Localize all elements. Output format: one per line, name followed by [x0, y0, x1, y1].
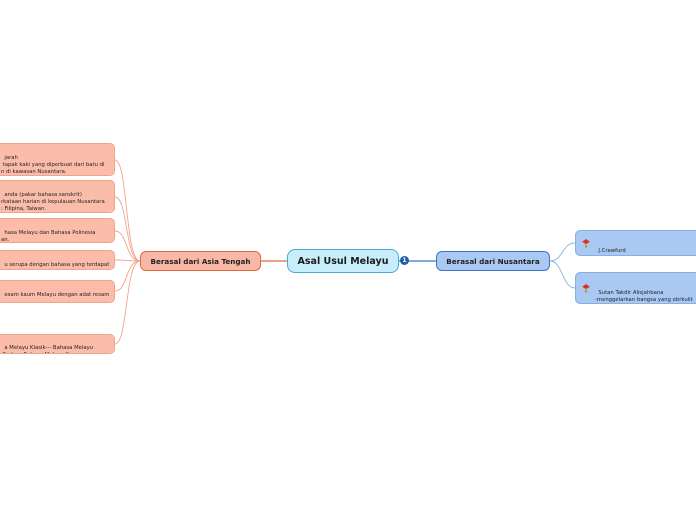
- central-topic-label: Asal Usul Melayu: [297, 255, 389, 267]
- subtopic-text: esam kaum Melayu dengan adat resam: [4, 292, 110, 298]
- left-leaf-links: [114, 159, 141, 345]
- subtopic-j-crawfurd[interactable]: J.Crawfurd -bahasa yang tersebar di Nusa…: [575, 230, 696, 256]
- subtopic-bahasa-serupa[interactable]: u serupa dengan bahasa yang terdapat: [0, 250, 115, 270]
- flag-icon: [582, 239, 590, 248]
- right-leaf-links: [549, 242, 576, 289]
- subtopic-bukti-sejarah[interactable]: jarah tapak kaki yang diperbuat dari bat…: [0, 143, 115, 176]
- main-topic-label: Berasal dari Asia Tengah: [150, 256, 251, 266]
- subtopic-text: u serupa dengan bahasa yang terdapat: [4, 262, 110, 268]
- subtopic-text: jarah tapak kaki yang diperbuat dari bat…: [1, 155, 105, 175]
- subtopic-sutan-takdir-alisjahbana[interactable]: Sutan Takdir Alisjahbana -menggelarkan b…: [575, 272, 696, 304]
- subtopic-text: Sutan Takdir Alisjahbana -menggelarkan b…: [595, 290, 693, 303]
- subtopic-text: hasa Melayu dan Bahasa Polinesia an.: [1, 230, 96, 243]
- main-topic-nusantara[interactable]: Berasal dari Nusantara: [436, 251, 550, 271]
- main-topic-label: Berasal dari Nusantara: [446, 256, 540, 266]
- subtopic-bahasa-polinesia[interactable]: hasa Melayu dan Bahasa Polinesia an.: [0, 218, 115, 243]
- subtopic-adat-resam[interactable]: esam kaum Melayu dengan adat resam: [0, 280, 115, 303]
- collapse-badge[interactable]: 1: [400, 256, 409, 265]
- subtopic-text: J.Crawfurd -bahasa yang tersebar di Nusa…: [595, 248, 691, 255]
- subtopic-text: anda (pakar bahasa sanskrit) rkataan har…: [1, 192, 105, 212]
- central-topic[interactable]: Asal Usul Melayu: [287, 249, 399, 273]
- main-topic-asia-tengah[interactable]: Berasal dari Asia Tengah: [140, 251, 261, 271]
- subtopic-pakar-bahasa[interactable]: anda (pakar bahasa sanskrit) rkataan har…: [0, 180, 115, 213]
- subtopic-text: a Melayu Klasik--- Bahasa Melayu Purba--…: [3, 345, 94, 353]
- subtopic-bahasa-melayu-klasik[interactable]: a Melayu Klasik--- Bahasa Melayu Purba--…: [0, 334, 115, 354]
- flag-icon: [582, 284, 590, 293]
